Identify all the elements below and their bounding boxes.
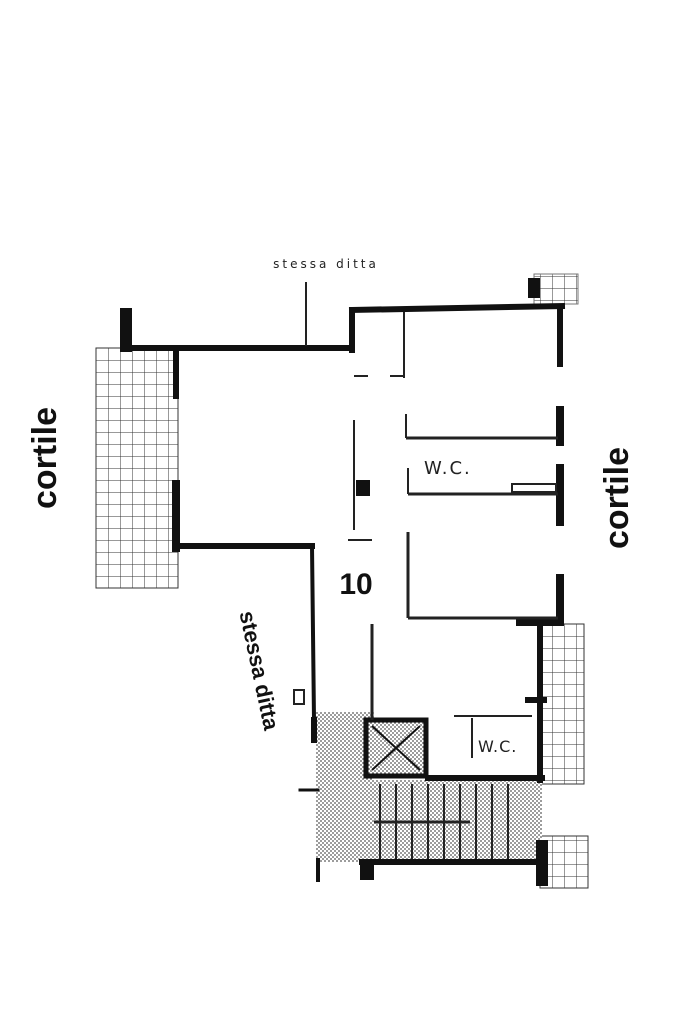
courtyard-left-tiles bbox=[95, 347, 179, 589]
unit-number: 10 bbox=[339, 568, 372, 601]
courtyard-right-label: cortile bbox=[598, 447, 636, 549]
neighbor-label: stessa ditta bbox=[235, 609, 285, 733]
interior-walls bbox=[293, 282, 558, 758]
wc-lower-label: W.C. bbox=[478, 737, 517, 756]
top-note-label: stessa ditta bbox=[273, 257, 379, 271]
exterior-walls bbox=[120, 278, 566, 886]
courtyard-left-label: cortile bbox=[26, 407, 64, 509]
stair-steps bbox=[374, 784, 509, 860]
wc-upper-label: W.C. bbox=[424, 458, 472, 479]
elevator-shaft bbox=[363, 717, 429, 779]
